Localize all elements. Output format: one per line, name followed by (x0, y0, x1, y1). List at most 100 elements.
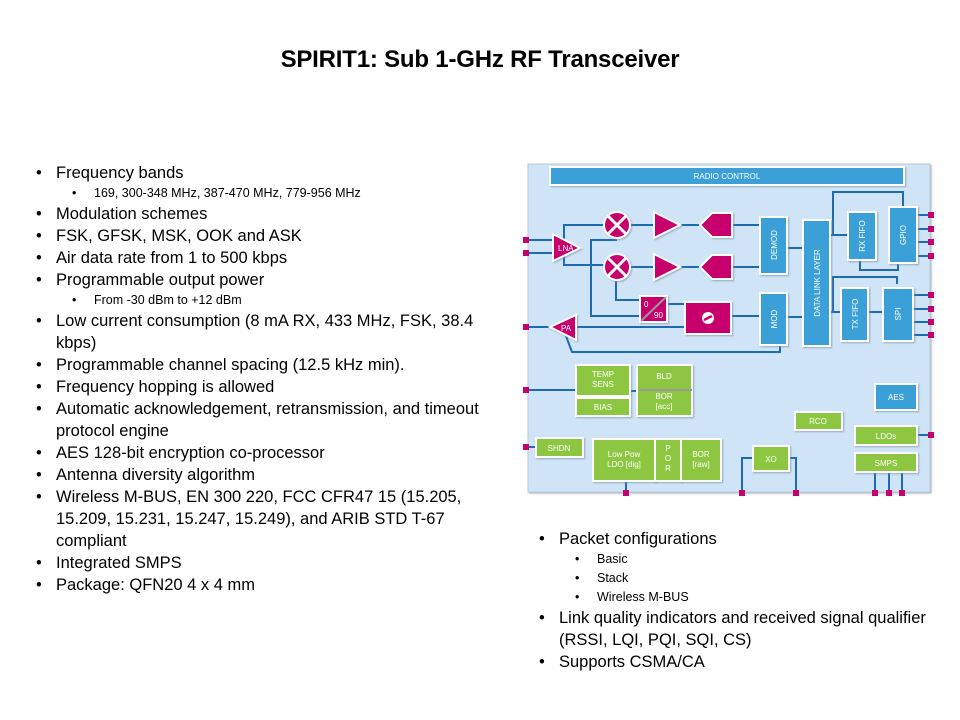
smps-label: SMPS (875, 459, 898, 468)
bullet-item: Integrated SMPS (30, 552, 500, 574)
temp-sens-label-1: TEMP (592, 370, 614, 379)
bullet-item: Automatic acknowledgement, retransmissio… (30, 398, 500, 442)
pin (928, 226, 934, 232)
pin (872, 490, 878, 496)
synthesizer-icon (702, 312, 714, 324)
tx-fifo-label: TX FIFO (851, 299, 860, 330)
por-label-p: P (665, 444, 670, 453)
gpio-label: GPIO (899, 225, 908, 245)
bullet-item: Package: QFN20 4 x 4 mm (30, 574, 500, 596)
sub-bullet-item: From -30 dBm to +12 dBm (30, 291, 500, 310)
bullet-item: Air data rate from 1 to 500 kbps (30, 247, 500, 269)
sub-bullet-item: Basic (533, 550, 933, 569)
smps-block (854, 452, 918, 473)
pin (928, 239, 934, 245)
data-link-layer-label: DATA LINK LAYER (813, 249, 822, 317)
pin (523, 387, 529, 393)
bullet-item: Antenna diversity algorithm (30, 464, 500, 486)
pin (523, 250, 529, 256)
xo-block (752, 445, 790, 472)
bor-raw-label-1: BOR (692, 450, 710, 459)
rx-fifo-block (847, 211, 877, 261)
demod-block (759, 216, 788, 275)
spi-block (882, 287, 914, 342)
tx-fifo-block (840, 287, 869, 342)
bullet-item: Frequency hopping is allowed (30, 376, 500, 398)
left-feature-list: Frequency bands169, 300-348 MHz, 387-470… (30, 162, 500, 596)
pin (928, 292, 934, 298)
bullet-item: Link quality indicators and received sig… (533, 607, 933, 651)
por-block (654, 438, 682, 482)
bullet-item: Programmable channel spacing (12.5 kHz m… (30, 354, 500, 376)
demod-label: DEMOD (770, 230, 779, 260)
sub-bullet-item: Wireless M-BUS (533, 588, 933, 607)
pa-label: PA (561, 324, 572, 333)
lna-label: LNA (558, 244, 574, 253)
bullet-item: Modulation schemes (30, 203, 500, 225)
pin (928, 332, 934, 338)
mixer-icon (603, 253, 631, 281)
page-title: SPIRIT1: Sub 1-GHz RF Transceiver (280, 46, 680, 73)
bullet-item: Supports CSMA/CA (533, 651, 933, 673)
aes-label: AES (888, 393, 904, 402)
shdn-block (535, 437, 584, 458)
block-diagram: RADIO CONTROL (520, 160, 940, 500)
por-label-r: R (665, 464, 671, 473)
pin (523, 444, 529, 450)
low-pow-label-1: Low Pow (608, 450, 641, 459)
pin (928, 432, 934, 438)
aes-block (874, 383, 918, 411)
pin (928, 253, 934, 259)
pins (523, 212, 934, 496)
bor-acc-label-2: [acc] (656, 402, 673, 411)
bullet-item: Wireless M-BUS, EN 300 220, FCC CFR47 15… (30, 486, 500, 552)
pin (899, 490, 905, 496)
temp-sens-label-2: SENS (592, 380, 614, 389)
bor-raw-label-2: [raw] (692, 460, 709, 469)
phase-90-label: 90 (654, 311, 663, 320)
radio-control-block (549, 166, 905, 186)
bullet-item: Frequency bands (30, 162, 500, 184)
temp-sens-block (575, 364, 631, 397)
lna-amplifier-icon (552, 232, 583, 263)
sub-bullet-item: 169, 300-348 MHz, 387-470 MHz, 779-956 M… (30, 184, 500, 203)
pin (886, 490, 892, 496)
bullet-item: AES 128-bit encryption co-processor (30, 442, 500, 464)
phase-splitter-block (639, 295, 668, 323)
if-amplifier-icon (653, 210, 683, 240)
pin (623, 490, 629, 496)
radio-control-label: RADIO CONTROL (694, 172, 761, 181)
bor-acc-label-1: BOR (655, 392, 673, 401)
pin (739, 490, 745, 496)
if-amplifier-icon (653, 252, 683, 282)
bullet-item: Low current consumption (8 mA RX, 433 MH… (30, 310, 500, 354)
ldos-block (854, 425, 918, 446)
bias-block (575, 397, 631, 417)
low-pow-label-2: LDO [dig] (607, 460, 641, 469)
xo-label: XO (765, 455, 777, 464)
phase-0-label: 0 (644, 300, 649, 309)
mod-block (759, 292, 788, 346)
adc-icon (698, 212, 733, 238)
bias-label: BIAS (594, 403, 612, 412)
rx-fifo-label: RX FIFO (858, 220, 867, 252)
rco-label: RCO (809, 417, 827, 426)
pin (928, 319, 934, 325)
ldos-label: LDOs (876, 432, 896, 441)
pin (928, 212, 934, 218)
pin (928, 306, 934, 312)
bullet-item: Programmable output power (30, 269, 500, 291)
right-feature-list: Packet configurationsBasicStackWireless … (533, 528, 933, 673)
sub-bullet-item: Stack (533, 569, 933, 588)
por-label-o: O (665, 454, 671, 463)
rco-block (794, 411, 843, 431)
mixer-icon (603, 211, 631, 239)
spi-label: SPI (894, 308, 903, 321)
pin (523, 237, 529, 243)
adc-icon (698, 254, 733, 280)
bor-raw-block (680, 438, 722, 482)
mod-label: MOD (770, 309, 779, 328)
pa-amplifier-icon (547, 313, 577, 342)
bullet-item: Packet configurations (533, 528, 933, 550)
bld-label: BLD (656, 372, 672, 381)
